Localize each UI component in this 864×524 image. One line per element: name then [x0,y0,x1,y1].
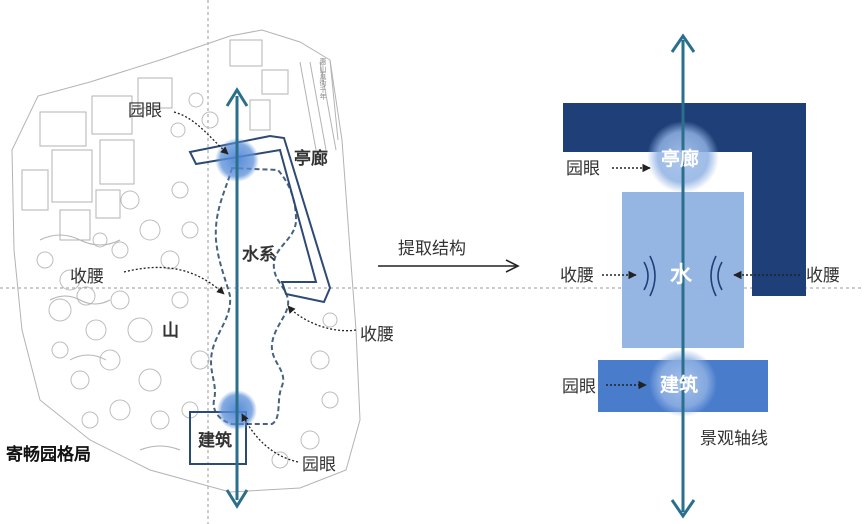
right-waist-left-label: 收腰 [560,266,594,286]
right-eye-top-label: 园眼 [566,159,600,179]
plan-waist-left-pointer [123,266,225,295]
plan-eye-top-label: 园眼 [128,101,162,121]
plan-eye-bottom-pointer [241,413,299,463]
right-water-label: 水 [670,263,693,288]
water-system-outline [210,166,298,425]
plan-mountain-label: 山 [162,321,179,341]
plan-water-label: 水系 [242,244,276,265]
pavilion-block [563,103,806,296]
plan-waist-right-pointer [287,305,357,332]
landscape-axis-arrow [670,33,696,519]
right-eye-bottom-label: 园眼 [562,377,596,397]
street-name-vertical: 惠山直街千年 [319,57,327,101]
extract-arrow [378,259,520,273]
plan-axis-arrow [225,87,249,509]
extract-structure-label: 提取结构 [398,239,466,259]
plan-pavilion-label: 亭廊 [294,148,328,169]
plan-eye-top-pointer [173,111,229,155]
plan-title: 寄畅园格局 [6,444,91,465]
right-building-label: 建筑 [660,373,698,396]
garden-plan-sketch [11,29,361,493]
landscape-axis-label: 景观轴线 [700,429,768,449]
waist-left-arcs-icon [643,255,656,297]
right-waist-right-label: 收腰 [806,266,840,286]
plan-building-label: 建筑 [198,430,232,451]
plan-waist-right-label: 收腰 [360,325,394,345]
right-pavilion-label: 亭廊 [661,147,699,170]
plan-waist-left-label: 收腰 [70,267,104,287]
waist-right-arcs-icon [710,255,723,297]
plan-eye-bottom-label: 园眼 [302,455,336,475]
